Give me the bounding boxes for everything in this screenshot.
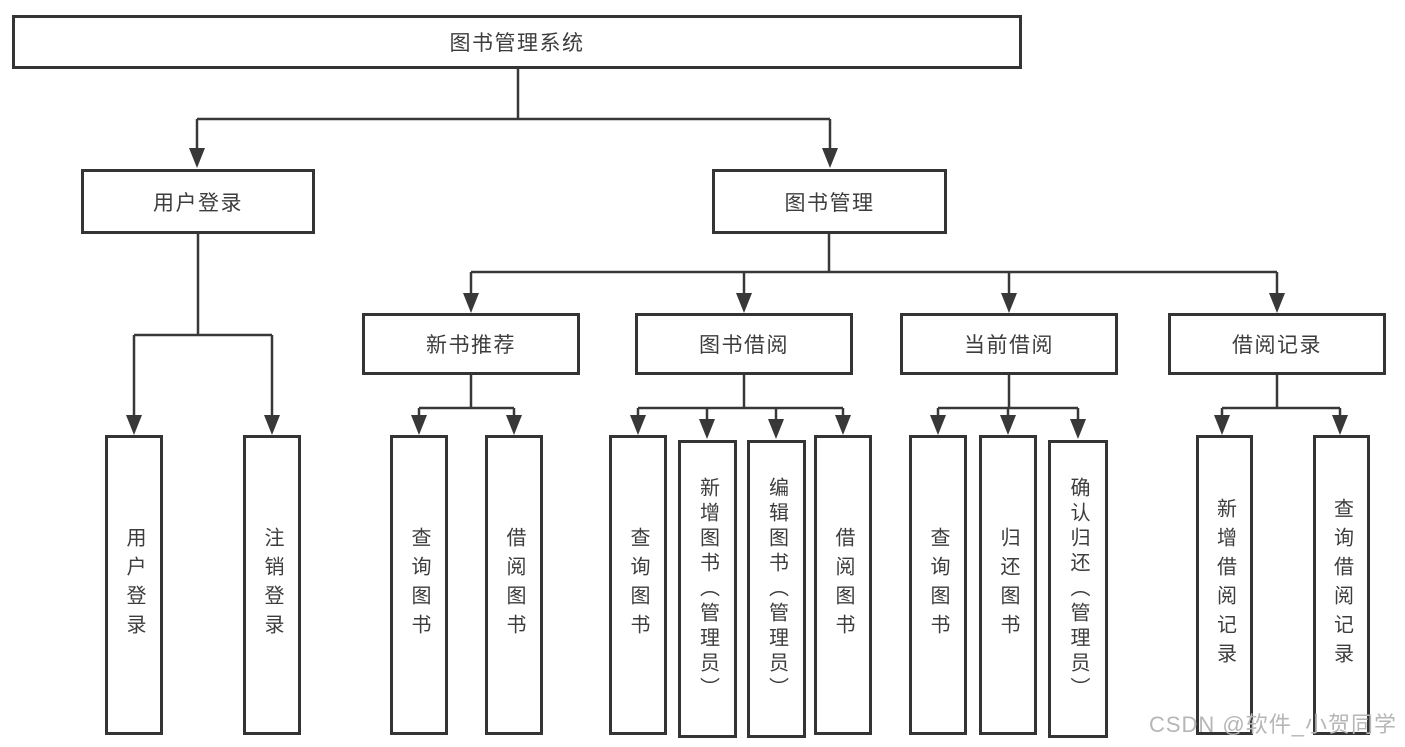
- node-label: 新书推荐: [426, 334, 516, 357]
- watermark: CSDN @软件_小贺同学: [1148, 712, 1397, 737]
- node-label: 编辑图书（管理员）: [765, 476, 788, 702]
- arrowhead-rec-query: [411, 415, 427, 435]
- arrowhead-rec-borrow: [506, 415, 522, 435]
- node-label: 查询图书: [927, 527, 949, 643]
- node-book-borrowing: 图书借阅: [635, 313, 853, 375]
- node-current-borrowing: 当前借阅: [900, 313, 1118, 375]
- leaf-rec-query-books: 查询图书: [390, 435, 448, 735]
- leaf-query-borrow-record: 查询借阅记录: [1313, 435, 1370, 735]
- node-label: 图书管理系统: [449, 32, 585, 55]
- arrowhead-user-login: [189, 148, 205, 168]
- node-new-book-recommendation: 新书推荐: [362, 313, 580, 375]
- arrowhead-current-return: [1000, 415, 1016, 435]
- arrowhead-borrow-edit: [768, 419, 784, 439]
- node-label: 用户登录: [153, 191, 243, 215]
- node-label: 图书管理: [784, 191, 875, 215]
- node-label: 借阅图书: [503, 527, 525, 643]
- leaf-add-book-admin: 新增图书（管理员）: [678, 440, 737, 738]
- node-label: 查询图书: [627, 527, 649, 643]
- leaf-borrow-borrow-books: 借阅图书: [814, 435, 872, 735]
- leaf-user-login: 用户登录: [105, 435, 163, 735]
- node-label: 新增图书（管理员）: [696, 476, 719, 702]
- node-label: 新增借阅记录: [1213, 498, 1236, 672]
- node-label: 注销登录: [261, 527, 283, 643]
- leaf-current-query-books: 查询图书: [909, 435, 967, 735]
- node-label: 归还图书: [997, 527, 1019, 643]
- leaf-return-books: 归还图书: [979, 435, 1037, 735]
- node-user-login: 用户登录: [81, 169, 315, 234]
- arrowhead-book-borrow: [736, 293, 752, 313]
- node-label: 借阅记录: [1232, 334, 1322, 357]
- node-label: 确认归还（管理员）: [1067, 476, 1089, 702]
- leaf-edit-book-admin: 编辑图书（管理员）: [747, 440, 806, 738]
- node-borrowing-records: 借阅记录: [1168, 313, 1386, 375]
- leaf-borrow-query-books: 查询图书: [609, 435, 667, 735]
- node-label: 当前借阅: [964, 334, 1054, 357]
- arrowhead-borrow-query: [630, 415, 646, 435]
- leaf-add-borrow-record: 新增借阅记录: [1196, 435, 1253, 735]
- arrowhead-borrow-records: [1269, 293, 1285, 313]
- node-label: 查询图书: [408, 527, 430, 643]
- node-book-management: 图书管理: [712, 169, 947, 234]
- node-library-management-system: 图书管理系统: [12, 15, 1022, 69]
- leaf-rec-borrow-books: 借阅图书: [485, 435, 543, 735]
- arrowhead-current-query: [930, 415, 946, 435]
- arrowhead-book-management: [822, 148, 838, 168]
- arrowhead-current-confirm: [1070, 419, 1086, 439]
- node-label: 查询借阅记录: [1330, 498, 1353, 672]
- arrowhead-borrow-add: [699, 419, 715, 439]
- arrowhead-new-book-rec: [463, 293, 479, 313]
- arrowhead-records-add: [1214, 415, 1230, 435]
- node-label: 借阅图书: [832, 527, 854, 643]
- arrowhead-login: [126, 415, 142, 435]
- node-label: 图书借阅: [699, 334, 789, 357]
- leaf-confirm-return-admin: 确认归还（管理员）: [1048, 440, 1108, 738]
- arrowhead-borrow-borrow: [835, 415, 851, 435]
- leaf-logout: 注销登录: [243, 435, 301, 735]
- arrowhead-records-query: [1332, 415, 1348, 435]
- node-label: 用户登录: [123, 527, 145, 643]
- arrowhead-current-borrow: [1001, 293, 1017, 313]
- arrowhead-logout: [264, 415, 280, 435]
